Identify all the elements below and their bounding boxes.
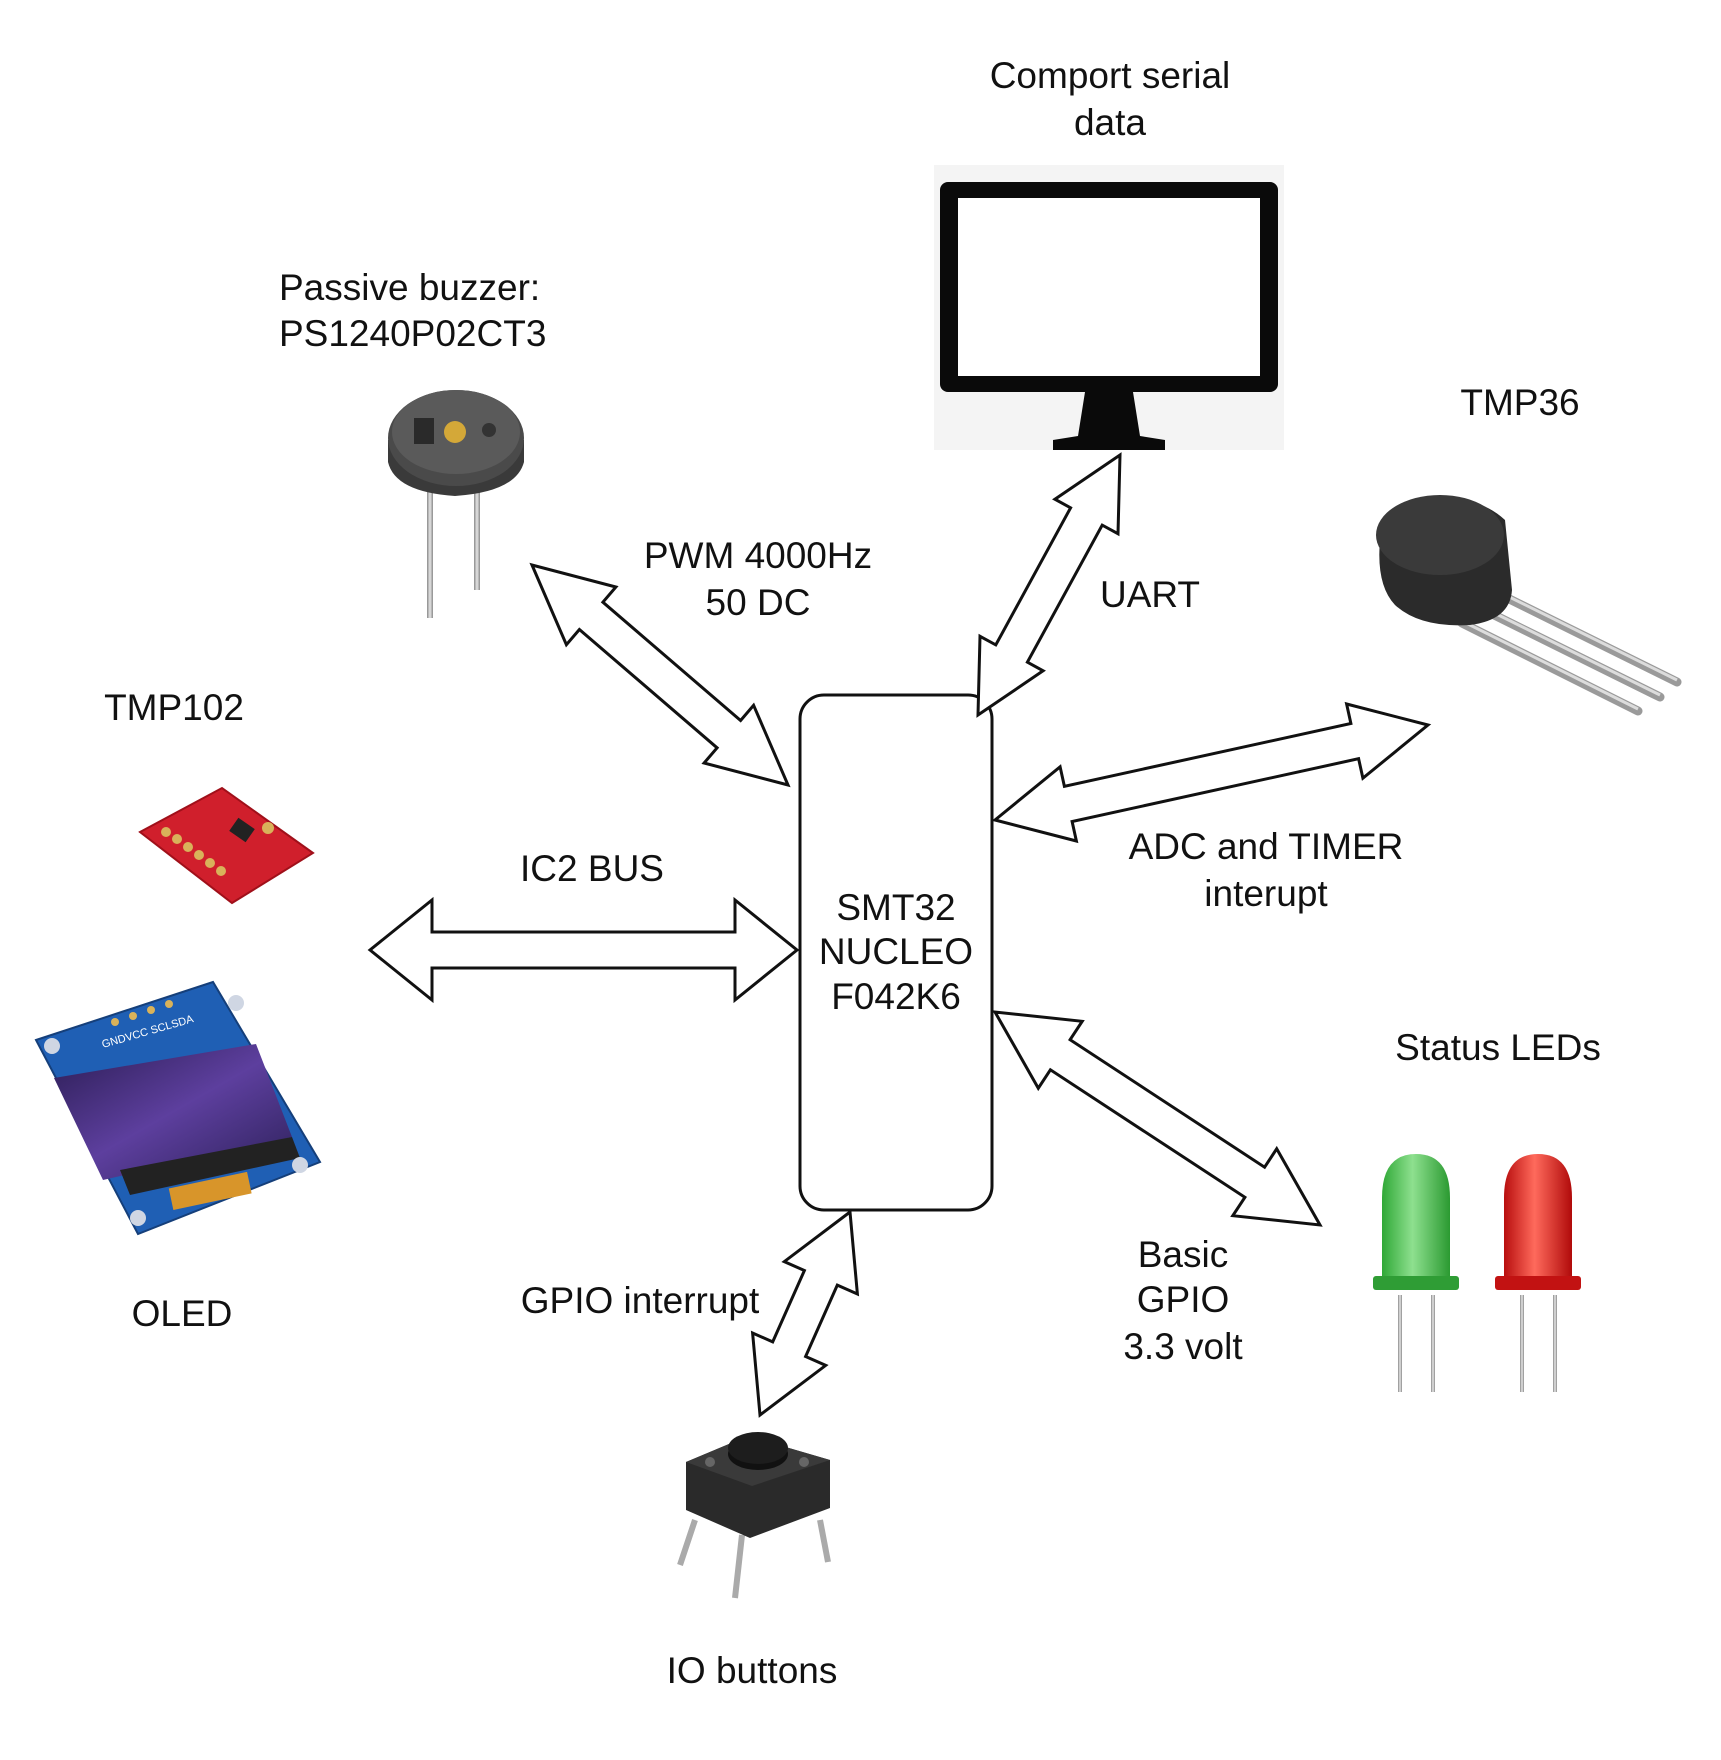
buzzer-label-line-1: Passive buzzer: xyxy=(279,267,540,308)
i2c-label: IC2 BUS xyxy=(520,848,664,889)
uart-label: UART xyxy=(1100,574,1200,615)
arrow-gpio-basic xyxy=(995,1012,1320,1225)
oled-label: OLED xyxy=(132,1293,233,1334)
monitor-icon xyxy=(934,165,1284,450)
computer-label-line-1: Comport serial xyxy=(990,55,1231,96)
tmp36-sensor-icon xyxy=(1376,495,1677,711)
arrow-i2c xyxy=(370,900,797,1000)
mcu-label-line-3: F042K6 xyxy=(831,976,961,1017)
mcu-label-line-2: NUCLEO xyxy=(819,931,973,972)
adc-label-line-2: interupt xyxy=(1204,873,1328,914)
pwm-label-line-1: PWM 4000Hz xyxy=(644,535,872,576)
arrow-uart xyxy=(978,455,1120,715)
leds-label: Status LEDs xyxy=(1395,1027,1601,1068)
led-icon xyxy=(1373,1154,1581,1392)
oled-display-icon: GNDVCC SCLSDA xyxy=(36,982,320,1234)
arrow-gpio-interrupt xyxy=(753,1212,858,1415)
gpio-interrupt-label: GPIO interrupt xyxy=(521,1280,760,1321)
computer-label-line-2: data xyxy=(1074,102,1146,143)
gpio-basic-label-line-2: GPIO xyxy=(1137,1279,1230,1320)
pwm-label-line-2: 50 DC xyxy=(706,582,811,623)
gpio-basic-label-line-1: Basic xyxy=(1138,1234,1228,1275)
mcu-block: SMT32 NUCLEO F042K6 xyxy=(800,695,992,1210)
buttons-label: IO buttons xyxy=(667,1650,838,1691)
gpio-basic-label-line-3: 3.3 volt xyxy=(1123,1326,1243,1367)
tmp36-label: TMP36 xyxy=(1460,382,1579,423)
tmp102-board-icon xyxy=(140,788,313,903)
buzzer-icon xyxy=(388,390,524,618)
tmp102-label: TMP102 xyxy=(104,687,244,728)
buzzer-label-line-2: PS1240P02CT3 xyxy=(279,313,546,354)
arrow-adc xyxy=(995,704,1428,841)
adc-label-line-1: ADC and TIMER xyxy=(1129,826,1404,867)
tactile-button-icon xyxy=(680,1432,830,1598)
mcu-label-line-1: SMT32 xyxy=(836,887,955,928)
